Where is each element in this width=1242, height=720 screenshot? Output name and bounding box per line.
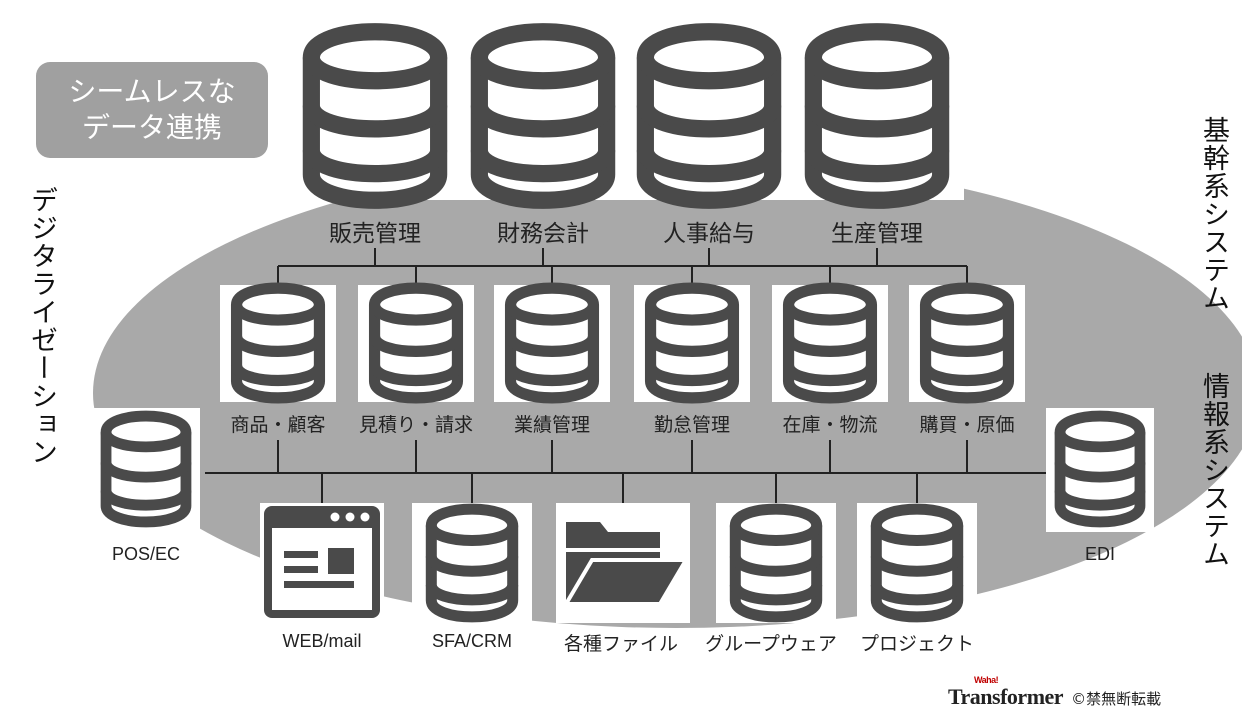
database-icon [926,288,1009,398]
database-icon [431,509,512,617]
bottom-system-icons [260,503,977,623]
bottom-system-label: グループウェア [705,633,837,655]
browser-window-icon [264,506,380,618]
bottom-system-label: SFA/CRM [431,631,513,651]
database-icon [876,509,957,617]
database-icon [375,288,458,398]
mid-system-icons [220,285,1025,402]
mid-system-label: 在庫・物流 [782,414,878,436]
database-icon [645,32,772,201]
logo-superscript: Waha! [974,675,999,685]
mid-system-label: 見積り・請求 [358,414,474,436]
database-icon [1060,416,1140,522]
database-icon [479,32,606,201]
database-icon [735,509,816,617]
badge-line-2: データ連携 [81,111,222,144]
bottom-system-label: 各種ファイル [563,633,679,655]
core-system-icons [292,30,964,200]
copyright-credit: Waha!Transformer ©禁無断転載 [948,675,1162,710]
digitalization-label: デジタライゼーション [26,186,57,466]
folder-icon [562,522,690,606]
database-icon [651,288,734,398]
database-icon [311,32,438,201]
core-system-label: 財務会計 [497,221,589,247]
edi-label: EDI [1084,544,1116,564]
transformer-logo: Waha!Transformer [948,675,1064,709]
core-system-label: 人事給与 [663,221,755,247]
database-icon [106,416,186,522]
connector-lines [205,248,1046,503]
mid-system-label: 購買・原価 [919,414,1015,436]
outer-system-icons [92,408,1154,532]
info-systems-heading: 情報系システム [1198,372,1229,568]
mid-system-label: 勤怠管理 [653,414,731,436]
core-system-label: 販売管理 [329,221,421,247]
copyright-notice: ©禁無断転載 [1071,690,1162,708]
seamless-data-badge: シームレスな データ連携 [36,62,268,158]
core-system-label: 生産管理 [831,221,923,247]
bottom-system-label: プロジェクト [859,633,975,655]
core-systems-heading: 基幹系システム [1198,116,1229,312]
pos-ec-label: POS/EC [111,544,181,564]
database-icon [511,288,594,398]
database-icon [789,288,872,398]
mid-system-label: 商品・顧客 [230,414,326,436]
bottom-system-label: WEB/mail [282,631,362,651]
logo-text: Transformer [948,684,1064,709]
badge-line-1: シームレスな [68,75,236,108]
mid-system-label: 業績管理 [513,414,591,436]
database-icon [237,288,320,398]
database-icon [813,32,940,201]
